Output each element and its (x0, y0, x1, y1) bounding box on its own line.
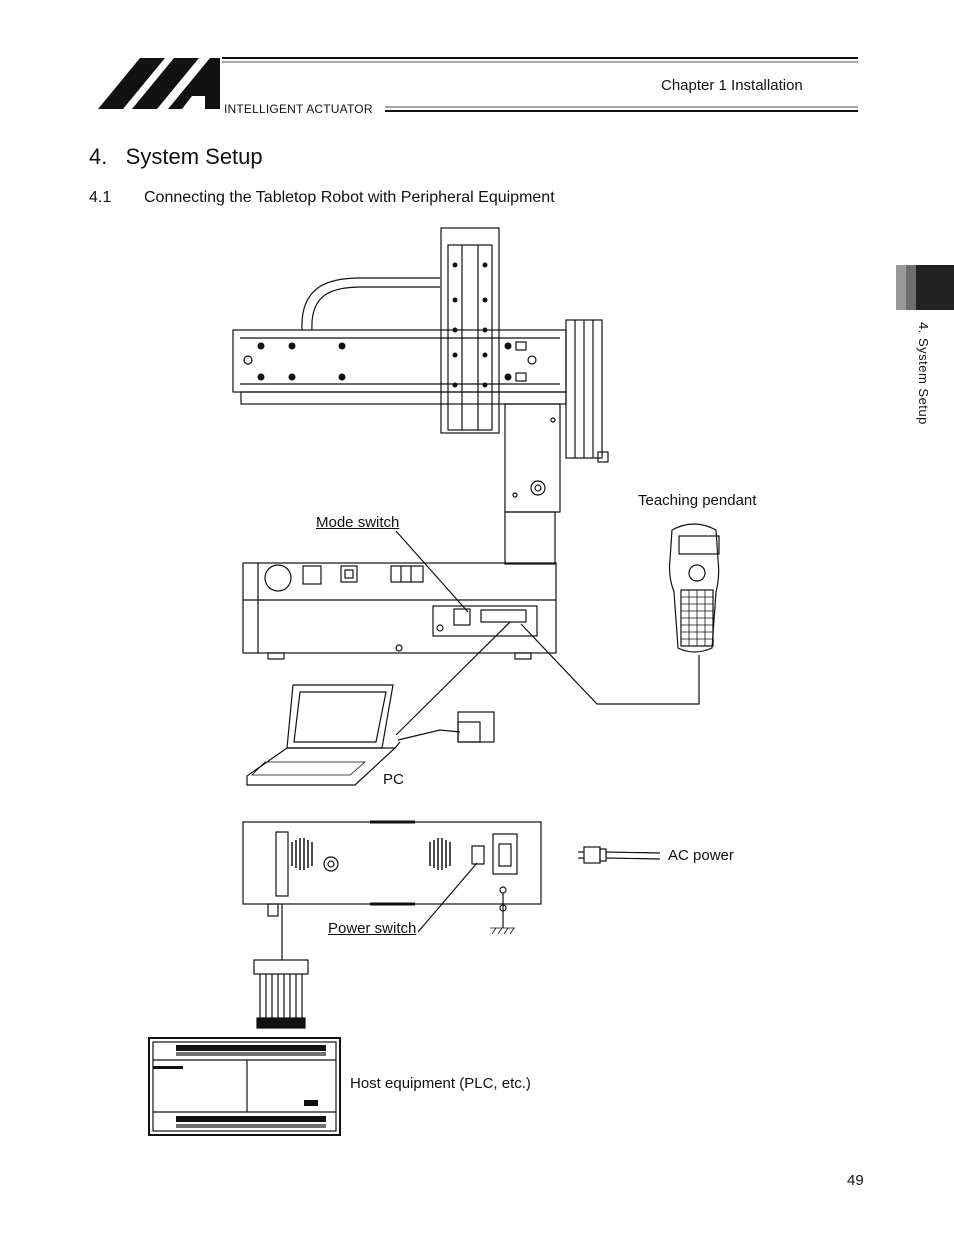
host-equipment-label: Host equipment (PLC, etc.) (350, 1075, 531, 1092)
brand-name: INTELLIGENT ACTUATOR (224, 102, 373, 116)
chapter-header: Chapter 1 Installation (661, 77, 803, 94)
chapter-tab-block (896, 265, 954, 310)
pc-label: PC (383, 771, 404, 788)
side-tab-label: 4. System Setup (916, 322, 931, 425)
iai-logo (98, 58, 220, 109)
subsection-number: 4.1 (89, 189, 112, 206)
power-switch-label: Power switch (328, 920, 417, 937)
teaching-pendant-label: Teaching pendant (638, 492, 757, 509)
subsection-title: Connecting the Tabletop Robot with Perip… (144, 189, 555, 206)
page-title: 4. System Setup (89, 144, 263, 169)
mode-switch-label: Mode switch (316, 514, 400, 531)
page-number: 49 (847, 1172, 864, 1189)
ac-power-label: AC power (668, 847, 734, 864)
